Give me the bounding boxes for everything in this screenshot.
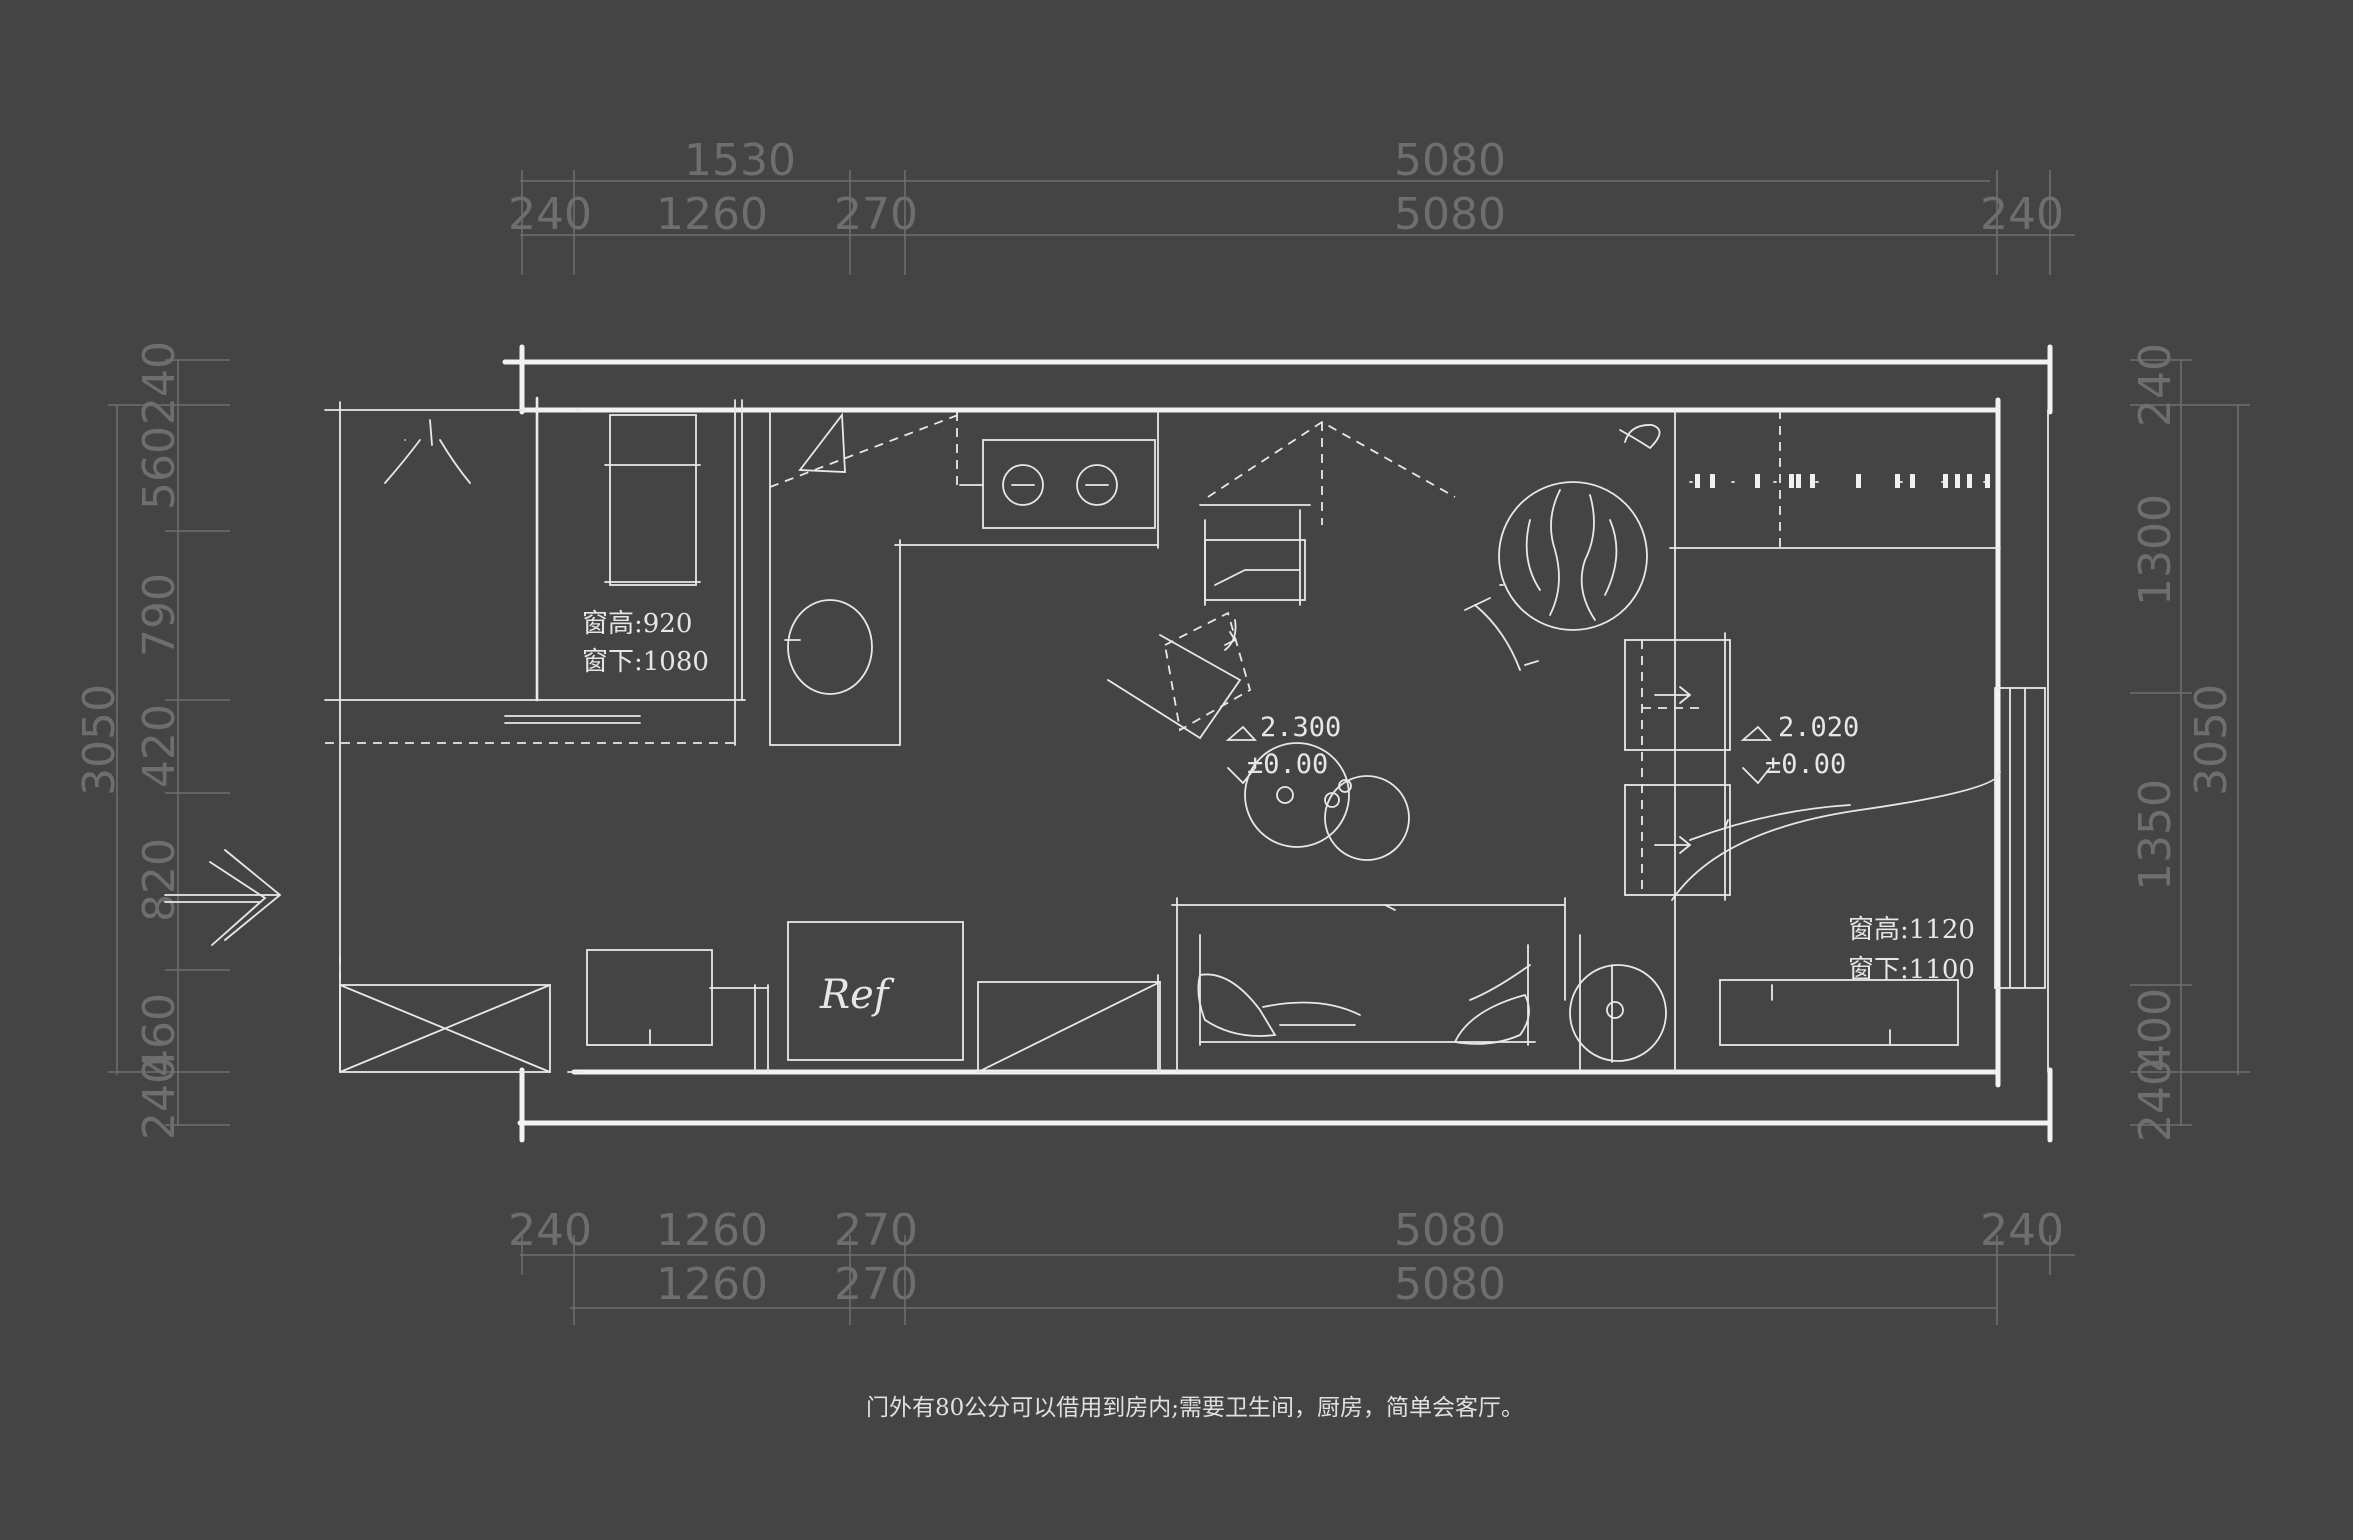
dim-bottom-inner-4: 5080 (1394, 1205, 1506, 1256)
left-dimensions: 3050 240 560 790 420 820 460 240 (74, 341, 230, 1140)
dim-right-seg-1: 240 (2130, 343, 2181, 427)
window-right-height: 窗高:1120 (1848, 915, 1975, 945)
coffee-table-icon (1324, 775, 1410, 861)
burner-icon (1076, 464, 1118, 506)
entrance-arrow-icon (164, 849, 282, 946)
dim-left-total: 3050 (74, 684, 125, 796)
level-b-floor: ±0.00 (1765, 749, 1846, 780)
bottom-dimensions: 240 1260 270 5080 240 1260 270 5080 (508, 1205, 2075, 1325)
dim-top-inner-4: 5080 (1394, 189, 1506, 240)
hanger-rail (1689, 474, 1996, 488)
coffee-table-icon (1244, 742, 1350, 848)
dim-right-seg-3: 1350 (2130, 779, 2181, 891)
dim-right-seg-5: 240 (2130, 1058, 2181, 1142)
round-table-icon (1498, 481, 1648, 631)
sofa (1171, 897, 1566, 1073)
rotated-stool (1107, 611, 1252, 740)
level-b-height: 2.020 (1778, 712, 1859, 743)
caption: 门外有80公分可以借用到房内;需要卫生间，厨房，简单会客厅。 (866, 1395, 1524, 1421)
bottom-desk (586, 949, 769, 1073)
shower-area (384, 396, 539, 702)
dim-bottom-inner-3: 270 (834, 1205, 918, 1256)
fridge-label: Ref (819, 972, 895, 1018)
dim-top-inner-2: 1260 (656, 189, 768, 240)
dim-left-seg-6: 460 (134, 993, 185, 1077)
dim-bottom-outer-3: 5080 (1394, 1259, 1506, 1310)
tv-cabinet (977, 974, 1161, 1073)
level-b: 2.020 ±0.00 (1740, 712, 1859, 785)
coffee-tables (1244, 742, 1410, 861)
dim-left-seg-7: 240 (134, 1056, 185, 1140)
dim-right-seg-4: 400 (2130, 988, 2181, 1072)
bathroom (769, 409, 1159, 746)
dim-left-seg-2: 560 (134, 426, 185, 510)
dim-bottom-inner-2: 1260 (656, 1205, 768, 1256)
kitchen (959, 409, 1159, 549)
level-a-floor: ±0.00 (1247, 749, 1328, 780)
dim-bottom-inner-5: 240 (1980, 1205, 2064, 1256)
dim-bottom-outer-1: 1260 (656, 1259, 768, 1310)
bottom-storage (339, 955, 551, 1073)
top-dimensions: 1530 5080 240 1260 270 5080 240 (508, 135, 2075, 275)
level-a: 2.300 ±0.00 (1225, 712, 1341, 785)
walls (324, 344, 2053, 1143)
dim-top-inner-1: 240 (508, 189, 592, 240)
right-dimensions: 3050 240 1300 1350 400 240 (2130, 343, 2250, 1142)
dim-bottom-inner-1: 240 (508, 1205, 592, 1256)
dim-bottom-outer-2: 270 (834, 1259, 918, 1310)
dim-top-inner-3: 270 (834, 189, 918, 240)
burner-icon (1002, 464, 1044, 506)
fridge: Ref (787, 921, 964, 1061)
left-cabinet (604, 399, 743, 701)
dim-left-seg-5: 820 (134, 838, 185, 922)
dim-left-seg-4: 420 (134, 704, 185, 788)
window-left-height: 窗高:920 (582, 609, 692, 639)
door-threshold (325, 699, 736, 746)
window-left-sill: 窗下:1080 (582, 647, 709, 677)
dim-top-outer-1: 1530 (684, 135, 796, 186)
right-window (1994, 687, 2046, 989)
right-zone (1624, 409, 2001, 1073)
dim-top-inner-5: 240 (1980, 189, 2064, 240)
center-partition (1199, 420, 1456, 606)
dim-left-seg-1: 240 (134, 341, 185, 425)
toilet-icon (787, 599, 873, 695)
dim-right-total: 3050 (2186, 684, 2237, 796)
dim-left-seg-3: 790 (134, 573, 185, 657)
right-bottom-cabinet (1719, 979, 1959, 1046)
round-stool (1569, 934, 1667, 1071)
level-a-height: 2.300 (1260, 712, 1341, 743)
dim-right-seg-2: 1300 (2130, 494, 2181, 606)
dining-table (1464, 424, 1661, 671)
side-table-icon (1569, 964, 1667, 1062)
dim-top-outer-2: 5080 (1394, 135, 1506, 186)
